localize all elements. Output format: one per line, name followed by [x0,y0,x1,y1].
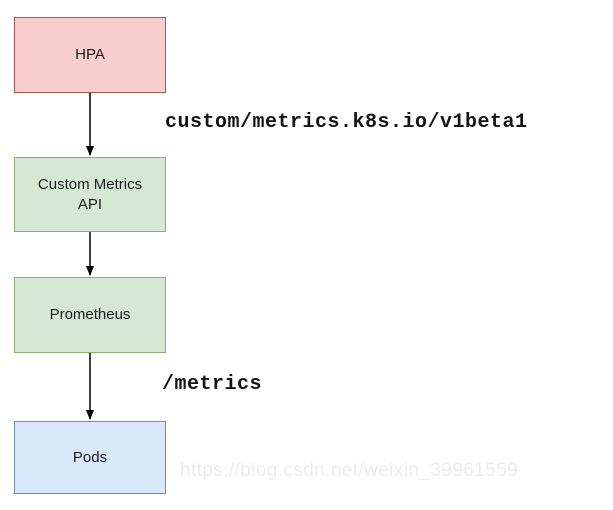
node-pods: Pods [14,421,166,494]
edge-label-metrics-path: /metrics [162,373,263,396]
node-custom-metrics-api: Custom Metrics API [14,157,166,232]
node-prometheus-label: Prometheus [49,306,131,324]
watermark: https://blog.csdn.net/weixin_39961559 [180,460,519,481]
node-hpa-label: HPA [75,46,105,64]
edge-label-api-group: custom/metrics.k8s.io/v1beta1 [165,111,528,134]
node-hpa: HPA [14,17,166,93]
node-prometheus: Prometheus [14,277,166,353]
node-pods-label: Pods [72,448,108,466]
node-custom-metrics-api-label: Custom Metrics API [37,176,143,213]
